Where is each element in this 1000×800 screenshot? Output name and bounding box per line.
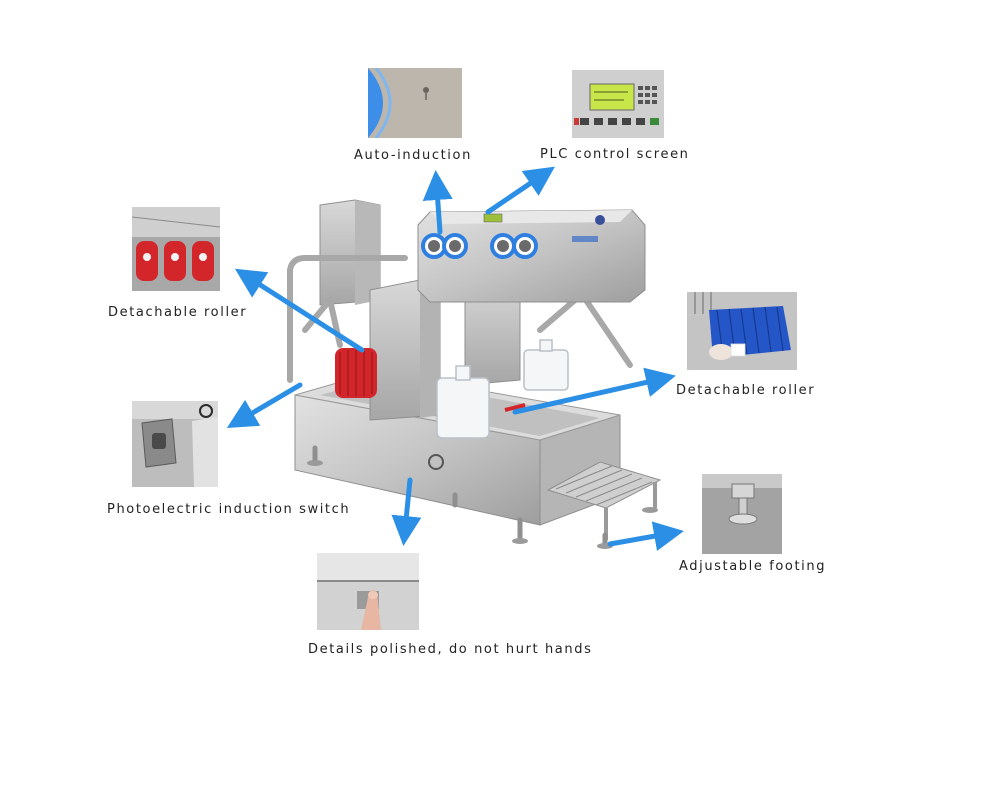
plc-control-screen-photo [572, 70, 664, 138]
arrow-icon [512, 367, 676, 415]
callout-detachable-roller-right: Detachable roller [676, 383, 816, 398]
polished-details-photo [317, 553, 419, 630]
callout-polished-details: Details polished, do not hurt hands [308, 642, 593, 657]
center-cabinet [369, 279, 441, 421]
photoelectric-switch-photo [132, 401, 218, 487]
callout-detachable-roller-left: Detachable roller [108, 305, 248, 320]
callout-arrows [226, 166, 684, 551]
detergent-bottle-front [436, 365, 490, 439]
detachable-roller-red-photo [132, 207, 220, 291]
adjustable-footing-photo [702, 474, 782, 554]
arrow-icon [422, 170, 453, 235]
left-cabinet [319, 199, 381, 306]
callout-auto-induction: Auto-induction [354, 148, 472, 163]
arrow-icon [234, 268, 365, 353]
callout-adjustable-footing: Adjustable footing [679, 559, 827, 574]
red-roller [335, 348, 377, 398]
arrow-icon [226, 382, 303, 429]
arrow-icon [391, 477, 422, 546]
detachable-roller-blue-photo [687, 292, 797, 370]
callout-plc-control-screen: PLC control screen [540, 147, 690, 162]
arrow-icon [485, 166, 555, 215]
auto-induction-photo [368, 68, 462, 138]
step-platform [546, 461, 662, 540]
callout-photoelectric-switch: Photoelectric induction switch [107, 502, 351, 517]
detergent-bottle-back [523, 339, 569, 391]
hand-wash-unit [417, 209, 646, 303]
arrow-icon [607, 521, 684, 551]
